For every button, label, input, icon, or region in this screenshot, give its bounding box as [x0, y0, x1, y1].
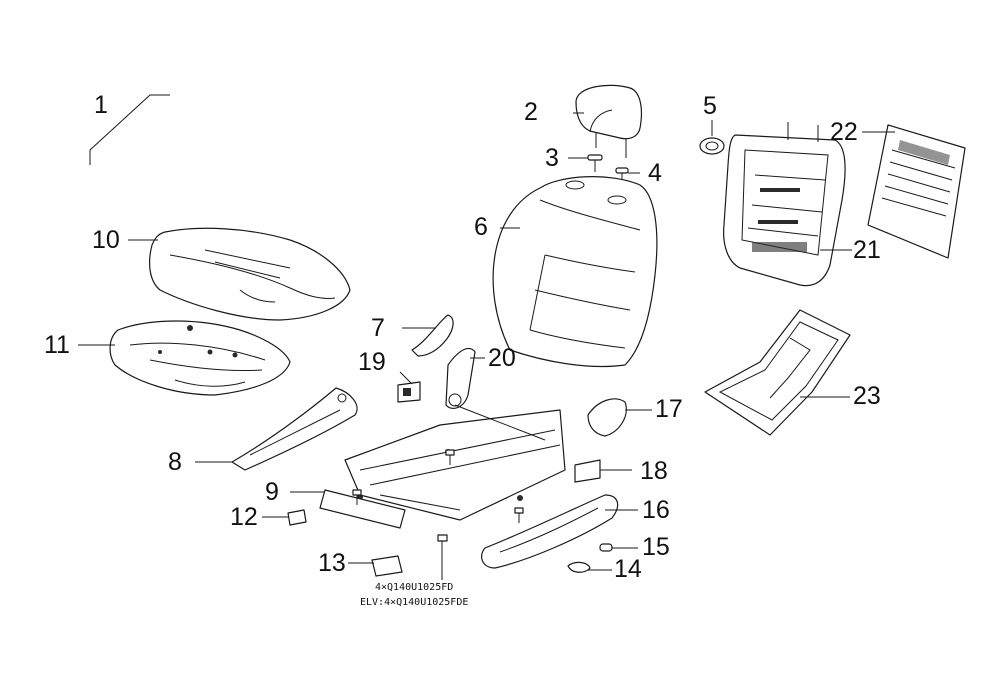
- callout-14: 14: [614, 555, 642, 583]
- part-12-cap: [262, 509, 307, 526]
- part-16-side-shield: [481, 494, 638, 569]
- part-17-cover: [587, 398, 652, 437]
- bolt-icon: [437, 534, 448, 580]
- part-18-cap: [574, 459, 632, 483]
- callout-15: 15: [642, 533, 670, 561]
- callout-18: 18: [640, 457, 668, 485]
- bolt-quantity-note: 4×Q140U1025FD: [375, 582, 454, 593]
- part-22-back-panel: [862, 124, 966, 259]
- callout-5: 5: [703, 92, 717, 120]
- part-9-trim: [290, 489, 406, 529]
- part-13-cap: [348, 555, 403, 577]
- part-14-knob: [567, 561, 612, 573]
- bolt-quantity-elv-note: ELV:4×Q140U1025FDE: [360, 597, 469, 608]
- callout-12: 12: [230, 503, 258, 531]
- callout-22: 22: [830, 118, 858, 146]
- callout-23: 23: [853, 382, 881, 410]
- callout-7: 7: [371, 314, 385, 342]
- callout-19: 19: [358, 348, 386, 376]
- callout-8: 8: [168, 448, 182, 476]
- callout-9: 9: [265, 478, 279, 506]
- part-6-seatback-cushion: [492, 176, 658, 368]
- part-20-recliner: [445, 347, 485, 409]
- callout-3: 3: [545, 144, 559, 172]
- bolt-icon: [514, 507, 524, 523]
- callout-16: 16: [642, 496, 670, 524]
- callout-2: 2: [524, 98, 538, 126]
- callout-6: 6: [474, 213, 488, 241]
- part-2-headrest: [573, 84, 642, 158]
- callout-20: 20: [488, 344, 516, 372]
- part-11-seat-pan: [78, 320, 291, 396]
- part-7-bracket: [402, 314, 454, 357]
- callout-17: 17: [655, 395, 683, 423]
- bolt-icon: [352, 489, 362, 505]
- part-15-knob: [599, 543, 638, 552]
- part-23-heating-pad: [704, 309, 851, 436]
- part-19-clip: [397, 371, 421, 403]
- bolt-icon: [445, 449, 455, 465]
- part-21-seatback-frame: [723, 122, 852, 287]
- part-5-knob: [699, 120, 725, 155]
- callout-1: 1: [94, 91, 108, 119]
- callout-11: 11: [44, 331, 70, 359]
- callout-10: 10: [92, 226, 120, 254]
- part-8-side-bracket: [195, 387, 358, 471]
- bolts: [352, 449, 524, 580]
- callout-4: 4: [648, 159, 662, 187]
- part-1-assembly-bracket: [89, 94, 170, 165]
- part-10-seat-cushion: [128, 227, 351, 321]
- callout-13: 13: [318, 549, 346, 577]
- part-3-headrest-guide: [568, 154, 603, 172]
- callout-21: 21: [853, 236, 881, 264]
